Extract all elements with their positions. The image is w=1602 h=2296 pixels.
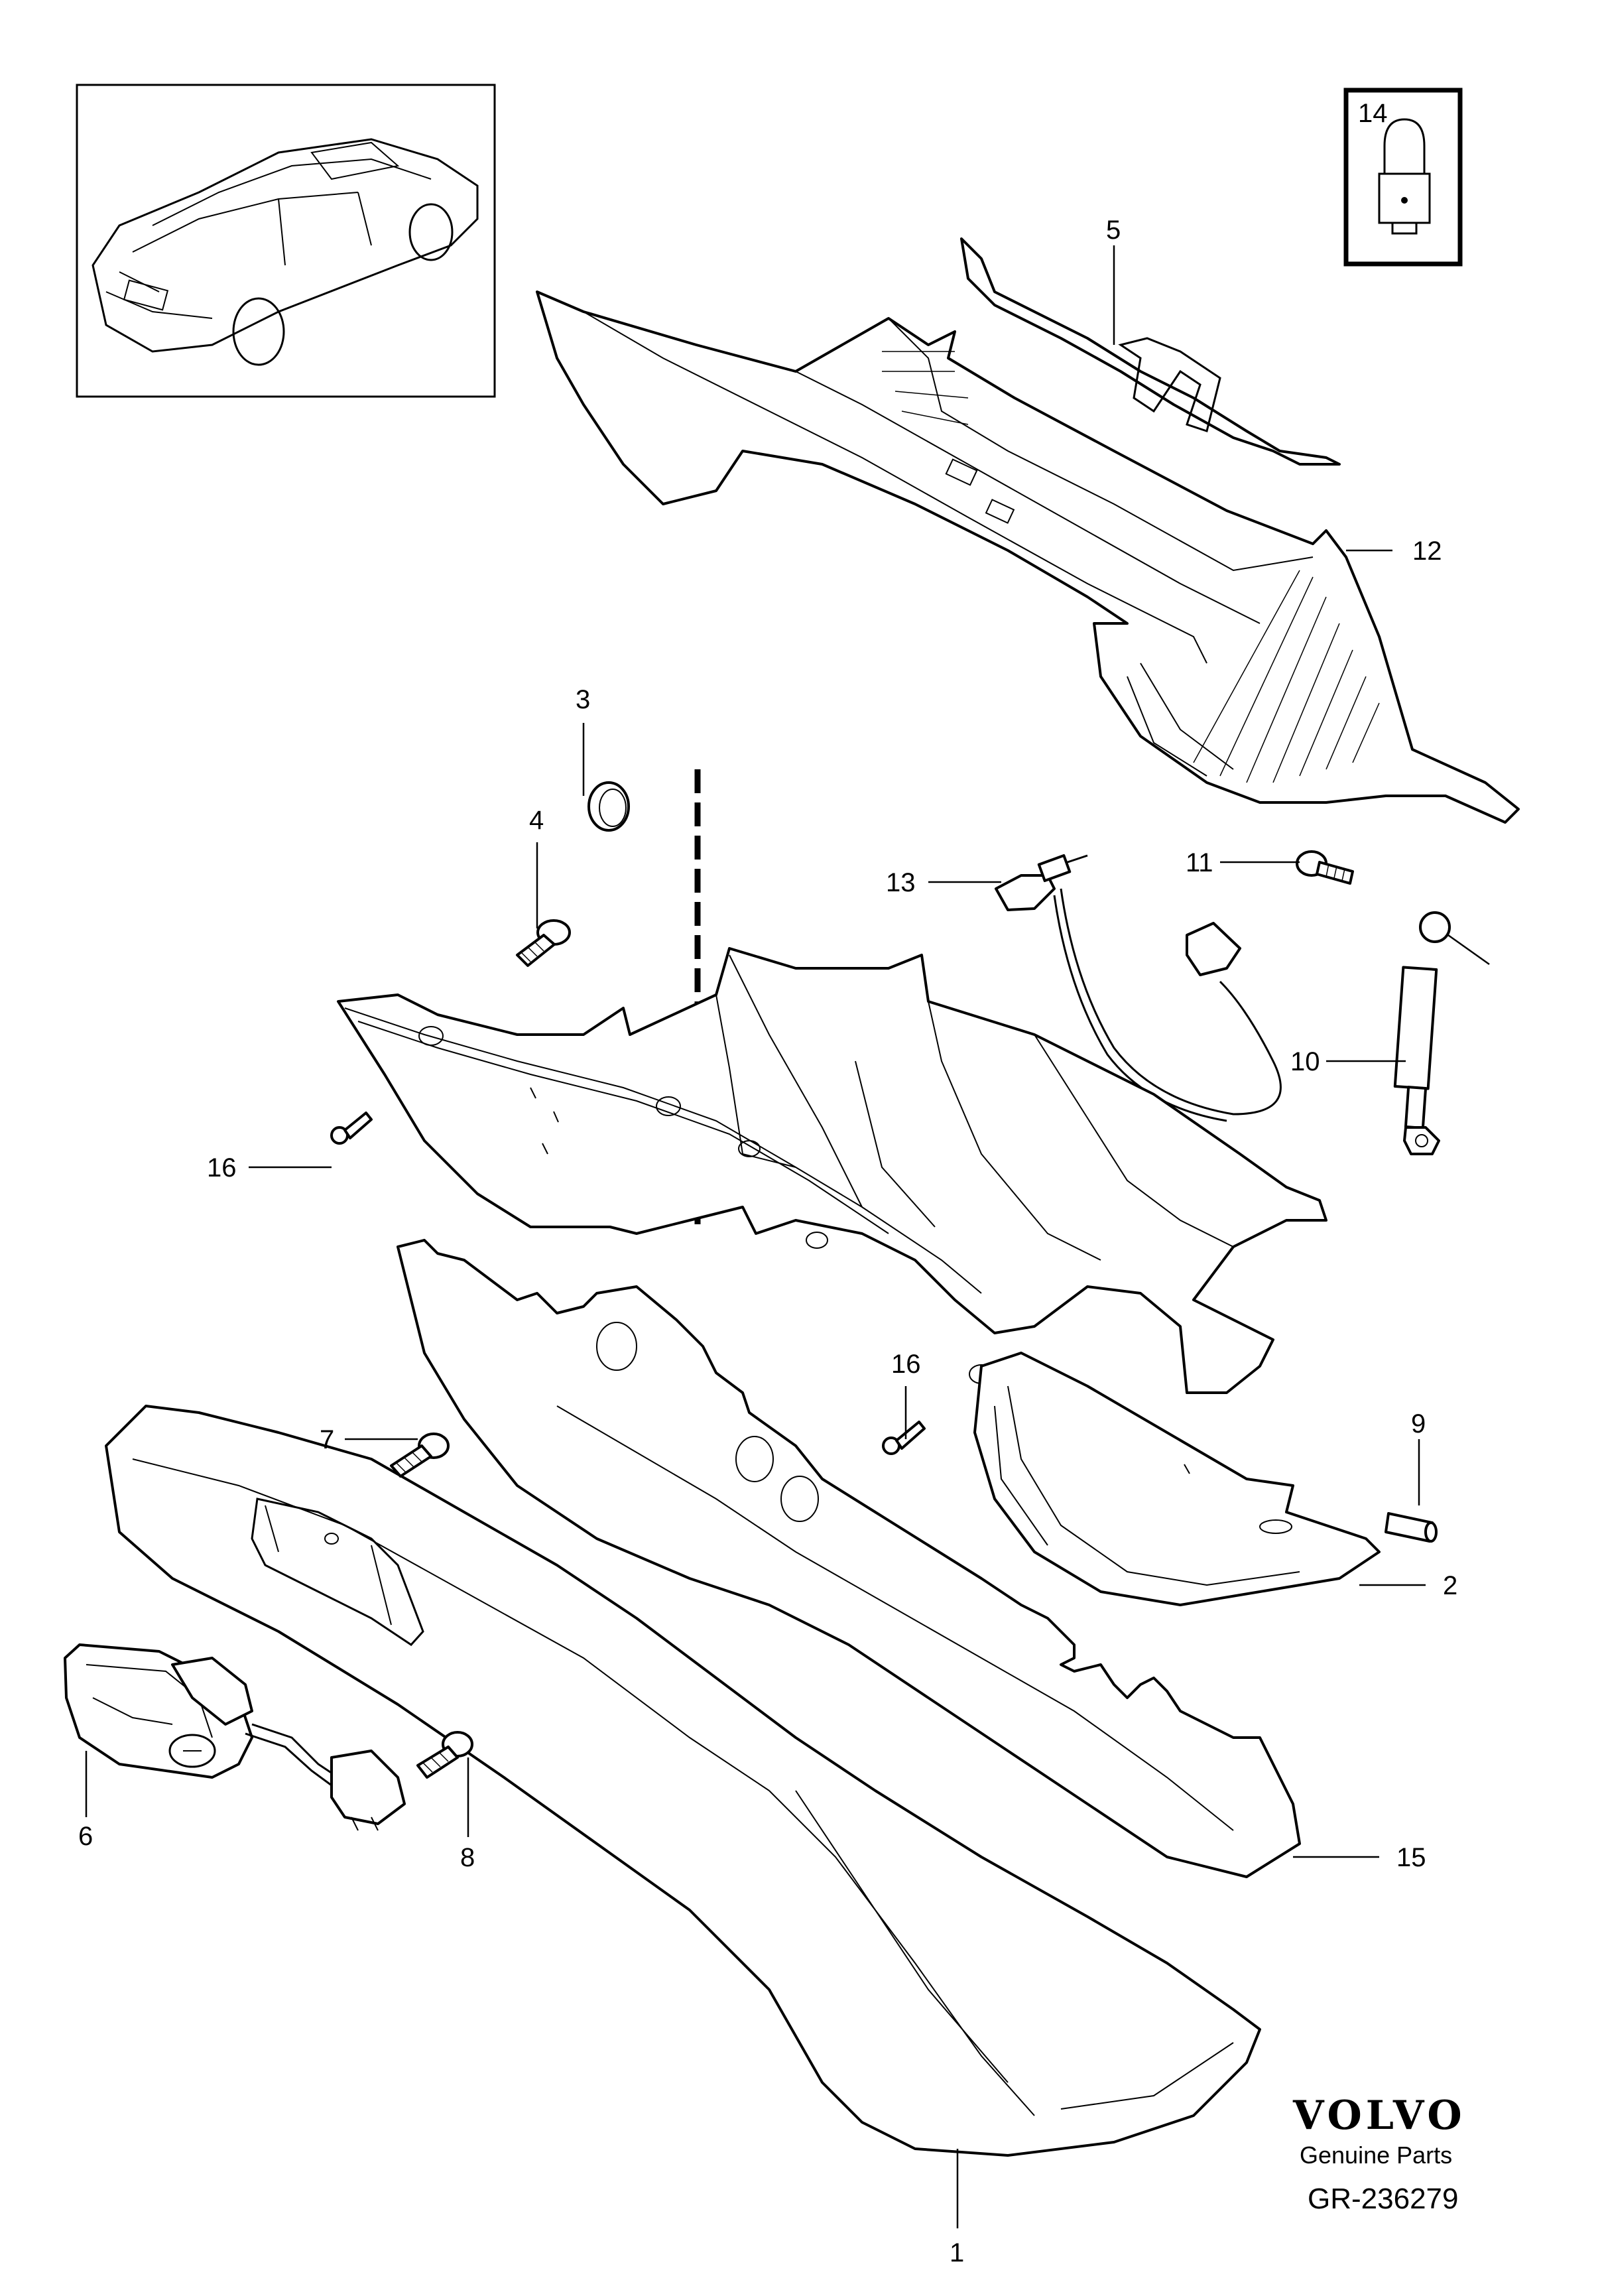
callout-15: 15 — [1396, 1843, 1426, 1872]
pin-part-16-lower — [882, 1421, 926, 1455]
pin-part-9 — [1385, 1512, 1438, 1543]
glovebox-body — [337, 947, 1327, 1394]
brand-block: VOLVO Genuine Parts GR-236279 — [1292, 2092, 1466, 2215]
glovebox-lid — [105, 1405, 1261, 2157]
callout-2: 2 — [1443, 1571, 1457, 1600]
lower-trim-panel — [397, 1239, 1301, 1878]
callout-16-upper: 16 — [207, 1153, 237, 1182]
grommet-ring — [587, 781, 630, 832]
screw-part-8 — [416, 1731, 473, 1779]
callout-11: 11 — [1186, 848, 1213, 877]
lower-tray-panel — [973, 1352, 1381, 1606]
glovebox-lamp-with-wire — [995, 854, 1282, 1122]
callout-12: 12 — [1412, 537, 1442, 566]
sedan-car-icon — [92, 138, 479, 366]
upper-bracket-with-clip — [960, 237, 1341, 466]
callout-13: 13 — [886, 868, 916, 897]
volvo-logo: VOLVO — [1292, 2092, 1466, 2139]
leader-lines — [85, 245, 1426, 2228]
callout-14: 14 — [1358, 99, 1388, 128]
bulb-detail-box — [1343, 88, 1463, 267]
gas-strut — [1393, 911, 1490, 1155]
drawing-code: GR-236279 — [1308, 2183, 1458, 2215]
callout-4: 4 — [529, 806, 544, 835]
callout-7: 7 — [320, 1425, 334, 1454]
genuine-parts-label: Genuine Parts — [1300, 2141, 1452, 2169]
callout-8: 8 — [460, 1843, 475, 1872]
callout-10: 10 — [1290, 1047, 1320, 1076]
screw-part-4 — [516, 919, 571, 967]
callout-5: 5 — [1106, 216, 1121, 245]
callout-9: 9 — [1411, 1409, 1426, 1438]
vehicle-locator-inset — [76, 84, 496, 398]
screw-part-11 — [1296, 850, 1354, 885]
callout-1: 1 — [950, 2238, 964, 2267]
callout-16-lower: 16 — [891, 1350, 921, 1379]
glovebox-handle-assembly — [64, 1643, 406, 1831]
pin-part-16-upper — [330, 1112, 373, 1145]
callout-6: 6 — [78, 1822, 93, 1851]
callout-labels: 1 2 3 4 5 6 7 8 9 10 11 12 13 14 15 16 1… — [78, 99, 1457, 2267]
bulb-icon — [1378, 118, 1431, 235]
upper-glovebox-housing — [536, 290, 1520, 824]
screw-part-7 — [390, 1433, 450, 1478]
callout-3: 3 — [576, 685, 590, 714]
